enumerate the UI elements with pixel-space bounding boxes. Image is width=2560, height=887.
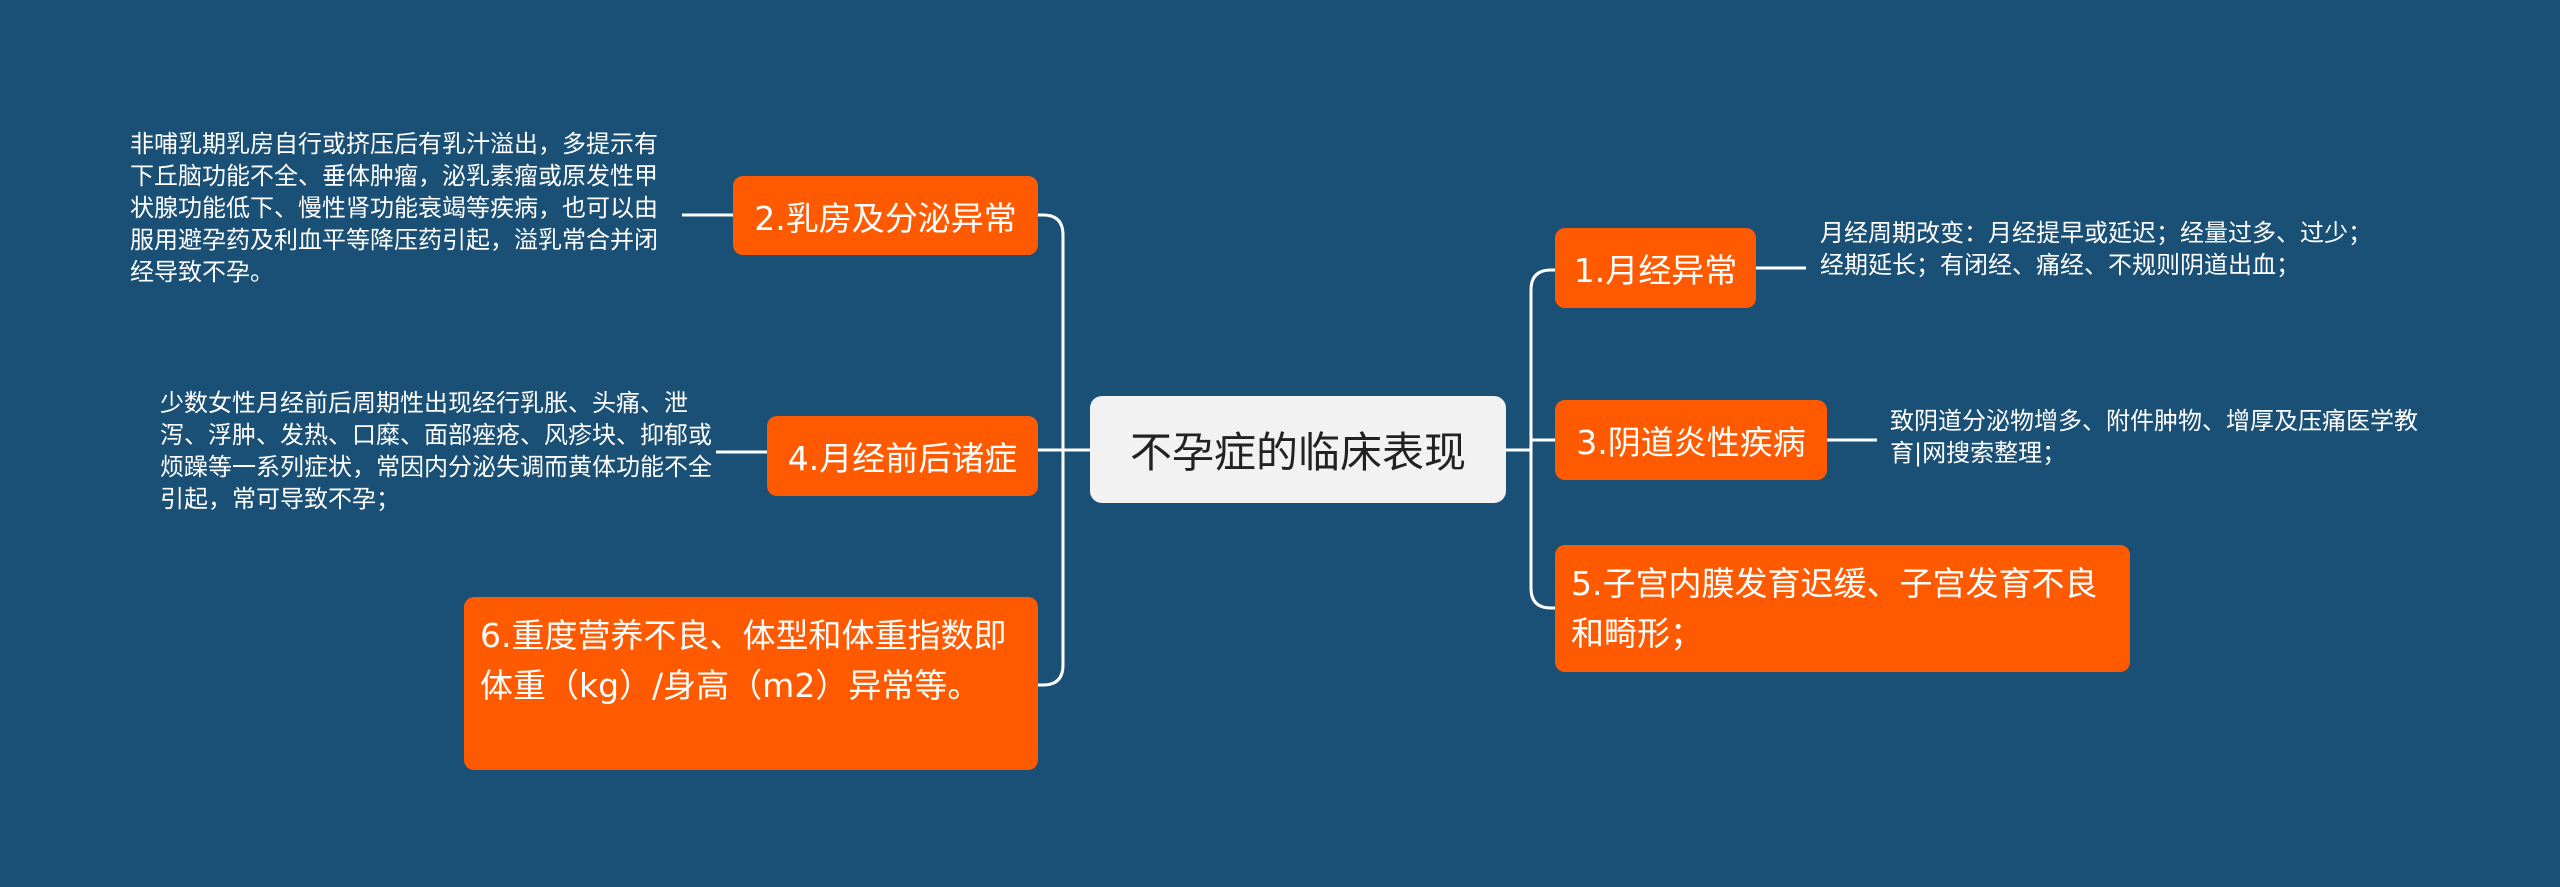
connector-to-b1 (1529, 268, 1555, 291)
note-breast-secretion: 非哺乳期乳房自行或挤压后有乳汁溢出，多提示有下丘脑功能不全、垂体肿瘤，泌乳素瘤或… (130, 130, 658, 286)
branch-premenstrual-symptoms[interactable]: 4.月经前后诸症 (767, 416, 1038, 496)
connector-to-b6 (1038, 664, 1065, 687)
branch-malnutrition-bmi[interactable]: 6.重度营养不良、体型和体重指数即体重（kg）/身高（m2）异常等。 (464, 597, 1038, 770)
branch-menstrual-abnormality[interactable]: 1.月经异常 (1555, 228, 1756, 308)
connector-to-b5 (1529, 587, 1555, 610)
branch-breast-secretion[interactable]: 2.乳房及分泌异常 (733, 176, 1038, 255)
connector-to-b2 (1038, 213, 1065, 236)
note-vaginitis: 致阴道分泌物增多、附件肿物、增厚及压痛医学教育|网搜索整理； (1890, 407, 2418, 467)
note-premenstrual-symptoms: 少数女性月经前后周期性出现经行乳胀、头痛、泄泻、浮肿、发热、口糜、面部痤疮、风疹… (160, 389, 712, 513)
branch-uterine-development[interactable]: 5.子宫内膜发育迟缓、子宫发育不良和畸形； (1555, 545, 2130, 672)
branch-vaginitis[interactable]: 3.阴道炎性疾病 (1555, 400, 1827, 480)
note-menstrual-abnormality: 月经周期改变：月经提早或延迟；经量过多、过少；经期延长；有闭经、痛经、不规则阴道… (1820, 219, 2372, 279)
central-topic[interactable]: 不孕症的临床表现 (1090, 396, 1506, 503)
